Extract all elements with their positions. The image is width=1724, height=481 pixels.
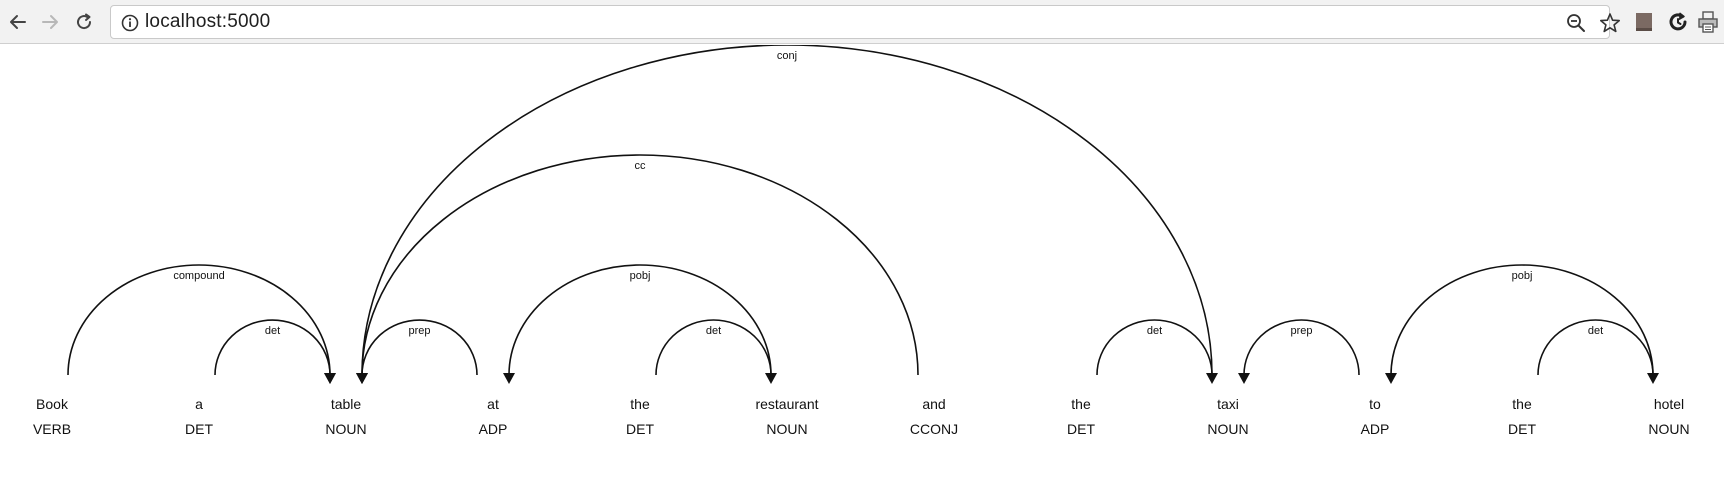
url-text[interactable]: localhost:5000 bbox=[145, 11, 271, 32]
token-word: a bbox=[195, 396, 203, 412]
address-bar[interactable]: localhost:5000 bbox=[110, 5, 1620, 39]
dependency-arc bbox=[1096, 319, 1213, 376]
reload-button[interactable] bbox=[70, 8, 98, 36]
dependency-arrowhead bbox=[356, 373, 368, 384]
token-word: the bbox=[630, 396, 650, 412]
dependency-arc bbox=[1390, 264, 1654, 376]
token-pos-tag: NOUN bbox=[325, 421, 366, 437]
dependency-arc bbox=[1537, 319, 1654, 376]
dependency-arc bbox=[67, 264, 331, 376]
dependency-label: det bbox=[1588, 325, 1603, 337]
token-pos-tag: ADP bbox=[479, 421, 508, 437]
token-word: taxi bbox=[1217, 396, 1239, 412]
dependency-label: pobj bbox=[1512, 270, 1533, 282]
dependency-arc bbox=[655, 319, 772, 376]
book-extension-icon bbox=[1636, 13, 1652, 31]
dependency-arrowhead bbox=[1385, 373, 1397, 384]
bookmark-button[interactable] bbox=[1599, 12, 1621, 34]
reload-icon bbox=[77, 13, 92, 30]
token-pos-tag: DET bbox=[185, 421, 213, 437]
dependency-arrowhead bbox=[503, 373, 515, 384]
back-button[interactable] bbox=[4, 8, 32, 36]
info-icon[interactable] bbox=[121, 14, 139, 32]
dependency-label: prep bbox=[408, 325, 430, 337]
dependency-arrowhead bbox=[1647, 373, 1659, 384]
dependency-label: det bbox=[1147, 325, 1162, 337]
refresh-extension-icon bbox=[1669, 12, 1687, 31]
dependency-arc bbox=[361, 154, 919, 376]
printer-extension-button[interactable] bbox=[1696, 10, 1720, 34]
dependency-label: det bbox=[265, 325, 280, 337]
arrow-left-icon bbox=[10, 15, 26, 29]
token-pos-tag: NOUN bbox=[766, 421, 807, 437]
dependency-label: det bbox=[706, 325, 721, 337]
dependency-label: cc bbox=[635, 160, 647, 172]
dependency-arrowhead bbox=[324, 373, 336, 384]
token-pos-tag: DET bbox=[626, 421, 654, 437]
book-extension-button[interactable] bbox=[1632, 10, 1656, 34]
star-icon bbox=[1600, 13, 1620, 33]
dependency-arc bbox=[1243, 319, 1360, 376]
refresh-extension-button[interactable] bbox=[1666, 10, 1690, 34]
token-pos-tag: CCONJ bbox=[910, 421, 958, 437]
token-word: the bbox=[1071, 396, 1091, 412]
token-word: and bbox=[922, 396, 945, 412]
token-word: to bbox=[1369, 396, 1381, 412]
token-pos-tag: NOUN bbox=[1648, 421, 1689, 437]
dependency-arc bbox=[361, 319, 478, 376]
token-word: at bbox=[487, 396, 499, 412]
token-word: hotel bbox=[1654, 396, 1684, 412]
dependency-arc bbox=[214, 319, 331, 376]
zoom-out-button[interactable] bbox=[1565, 12, 1587, 34]
zoom-out-icon bbox=[1567, 14, 1585, 32]
token-word: table bbox=[331, 396, 362, 412]
token-word: the bbox=[1512, 396, 1532, 412]
forward-button[interactable] bbox=[36, 8, 64, 36]
browser-toolbar: localhost:5000 bbox=[0, 0, 1724, 44]
arrow-right-icon bbox=[42, 15, 58, 29]
dependency-label: prep bbox=[1290, 325, 1312, 337]
dependency-arc bbox=[508, 264, 772, 376]
dependency-label: compound bbox=[173, 270, 224, 282]
token-word: Book bbox=[36, 396, 69, 412]
dependency-label: pobj bbox=[630, 270, 651, 282]
printer-extension-icon bbox=[1698, 11, 1718, 33]
token-pos-tag: DET bbox=[1067, 421, 1095, 437]
token-word: restaurant bbox=[755, 396, 818, 412]
dependency-label: conj bbox=[777, 50, 797, 62]
dependency-arrowhead bbox=[1238, 373, 1250, 384]
token-pos-tag: NOUN bbox=[1207, 421, 1248, 437]
token-pos-tag: VERB bbox=[33, 421, 71, 437]
token-pos-tag: ADP bbox=[1361, 421, 1390, 437]
token-pos-tag: DET bbox=[1508, 421, 1536, 437]
dependency-arrowhead bbox=[765, 373, 777, 384]
dependency-arc bbox=[361, 45, 1213, 376]
dependency-arrowhead bbox=[1206, 373, 1218, 384]
